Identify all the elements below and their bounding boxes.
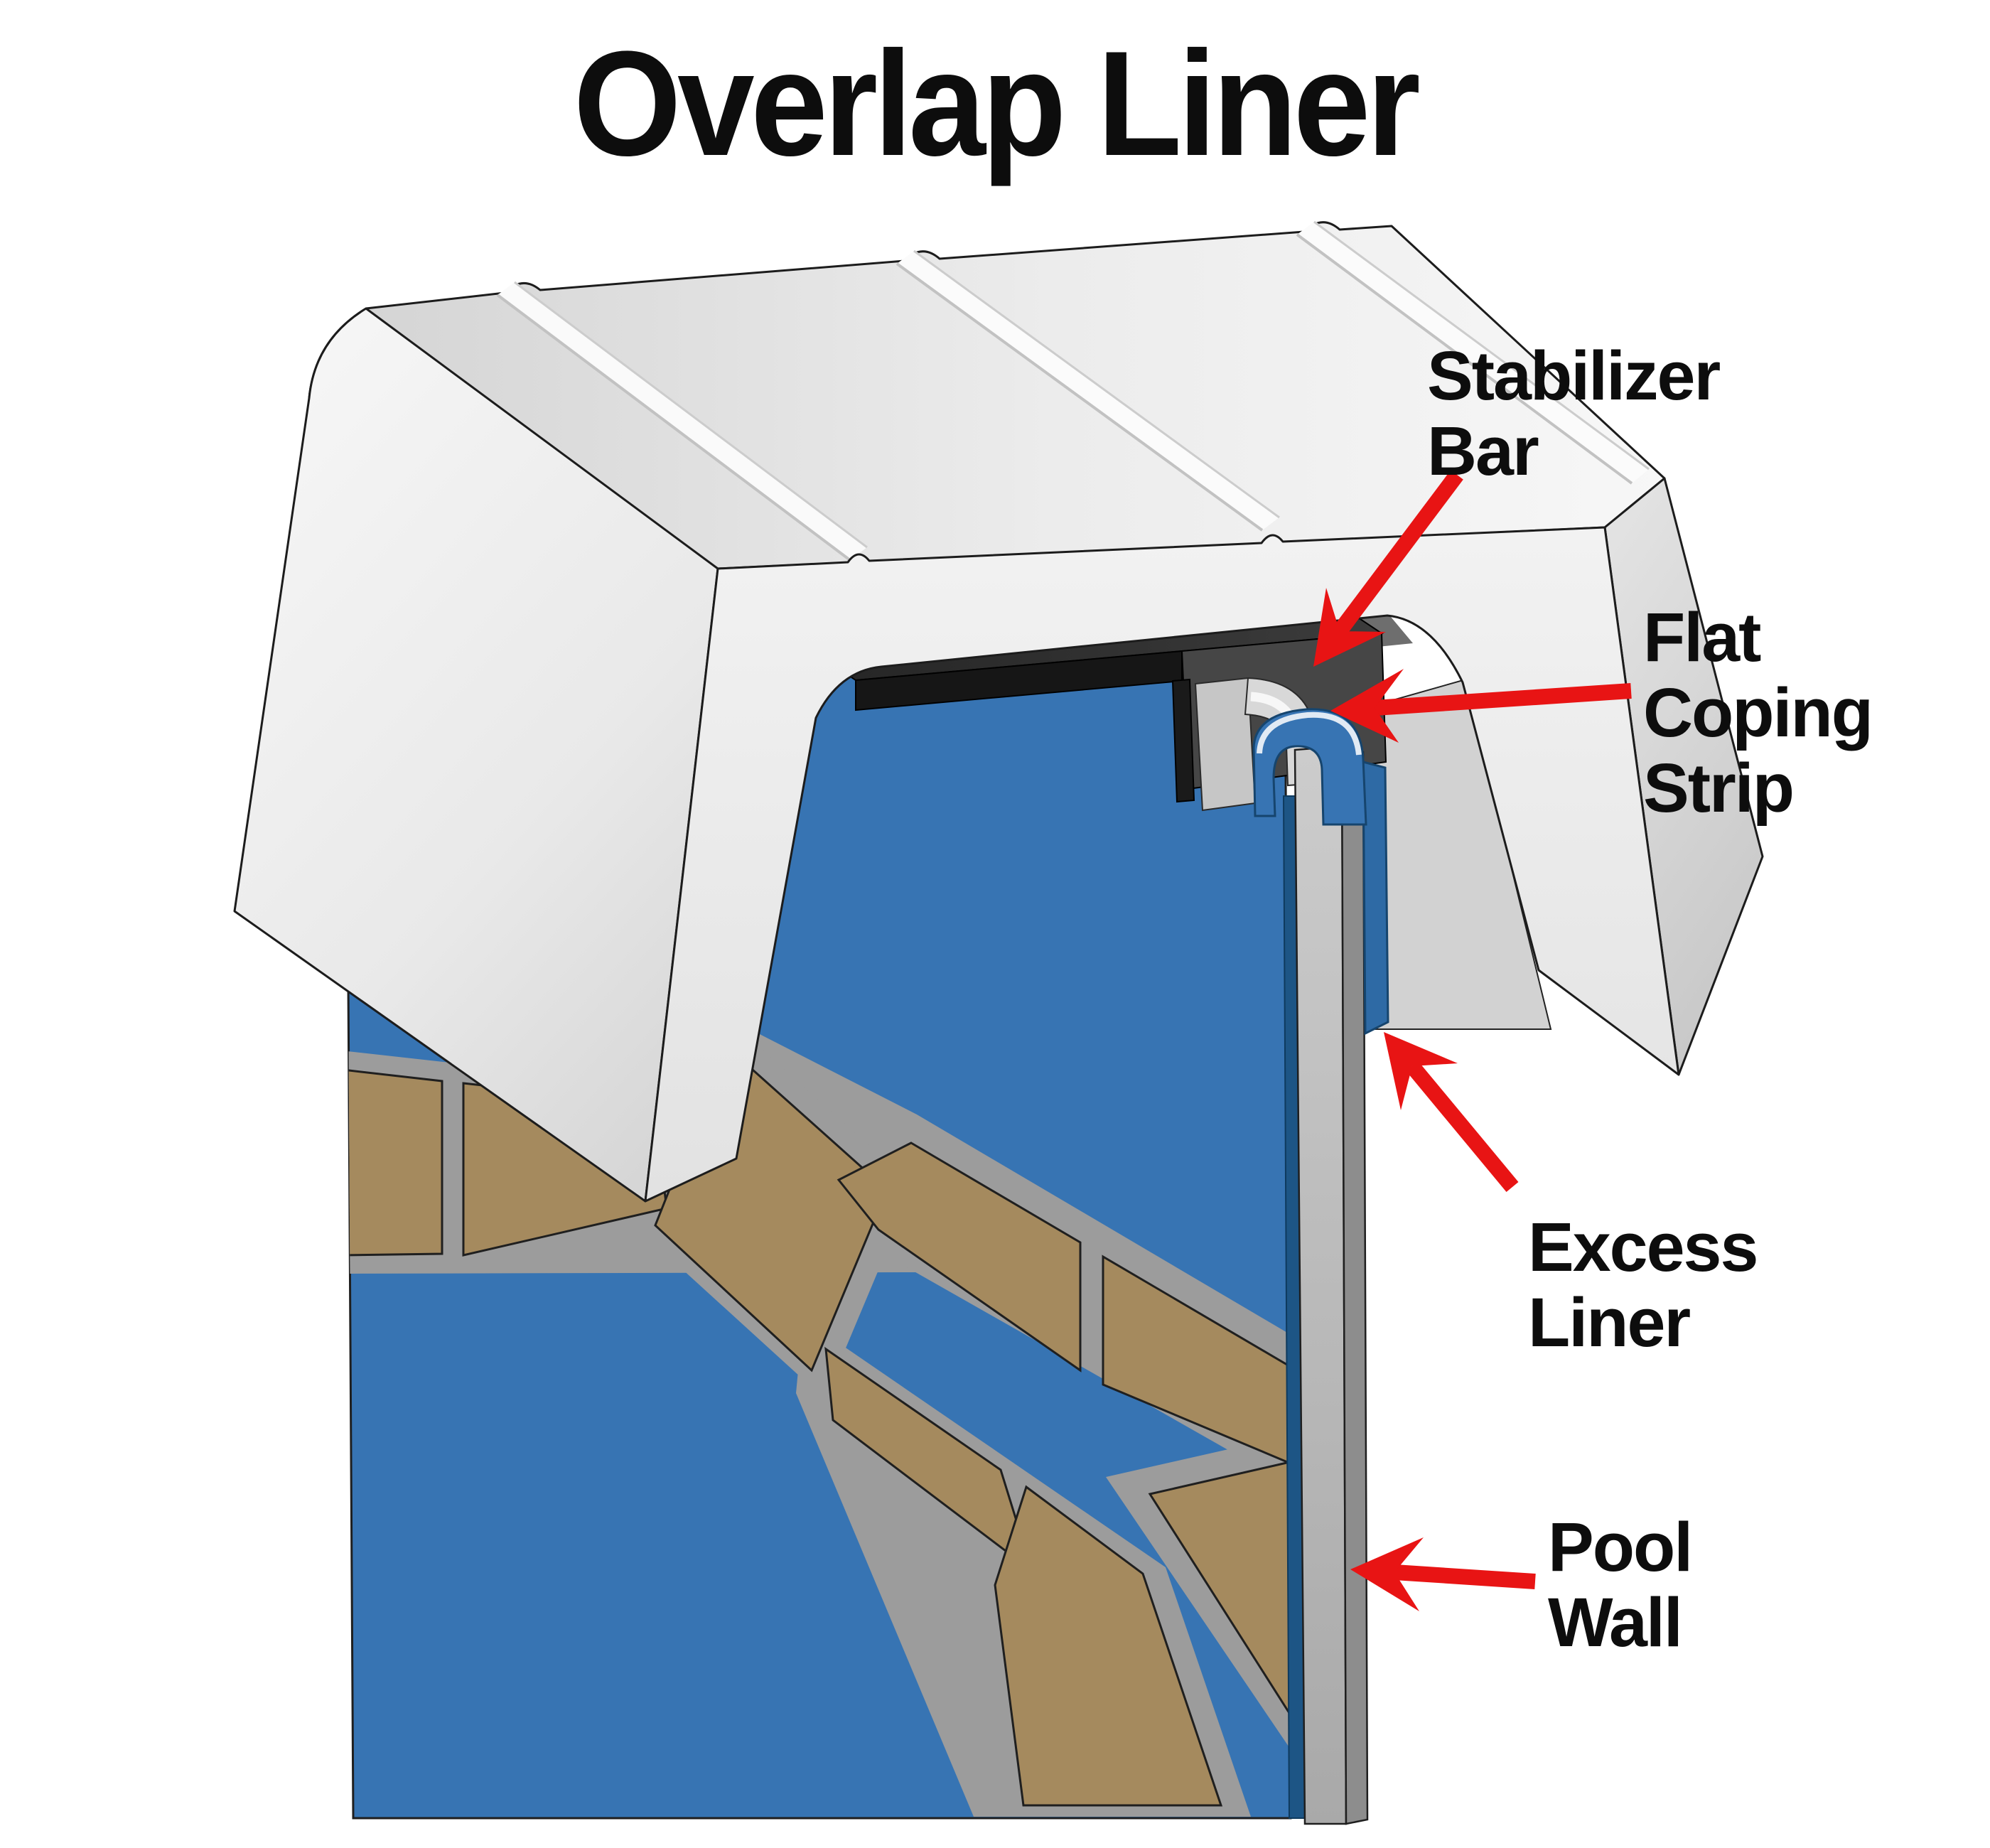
excess-liner-label-line2: Liner (1528, 1284, 1690, 1361)
cap-ribs (496, 220, 1650, 562)
liner-wall (345, 623, 1308, 1820)
pool-wall-arrow (1350, 1537, 1536, 1611)
cap-rib (1297, 222, 1649, 483)
label-pool-wall: Pool Wall (1548, 1508, 1693, 1661)
excess-liner-flap (1362, 761, 1389, 1036)
liner-fold (1252, 708, 1389, 1036)
excess-liner-label-line1: Excess (1528, 1208, 1757, 1286)
stabilizer-bar-arrow (1313, 470, 1463, 667)
cap-rib-line (896, 262, 1264, 532)
cap-front-band (644, 526, 1680, 1203)
stabilizer-bar-label-line2: Bar (1427, 412, 1539, 490)
cap-rib-line (1296, 233, 1633, 485)
tile-triangle (1148, 1458, 1291, 1733)
cap-rib-line (514, 281, 868, 549)
tile-border-pattern (346, 1016, 1291, 1817)
stabilizer-bar-label-line1: Stabilizer (1427, 337, 1720, 414)
excess-liner-arrow (1384, 1032, 1519, 1193)
tile-brick (1102, 1255, 1291, 1469)
cap-rib (498, 282, 867, 560)
pool-wall-label-line2: Wall (1548, 1584, 1682, 1661)
title-group: Overlap Liner (574, 19, 1423, 186)
label-stabilizer-bar: Stabilizer Bar (1427, 337, 1721, 490)
pool-wall-label-line1: Pool (1548, 1508, 1692, 1586)
callout-arrows (1313, 470, 1632, 1611)
page-title: Overlap Liner (574, 19, 1419, 186)
fold-highlight (1257, 711, 1362, 756)
liner-fold-arch (1252, 708, 1367, 826)
tile-brick (346, 1068, 443, 1257)
cap-rib (897, 251, 1279, 530)
label-flat-coping-strip: Flat Coping Strip (1643, 598, 1873, 827)
flat-coping-strip-label-line1: Flat (1643, 598, 1761, 676)
cap-rib-line (496, 294, 851, 562)
pool-wall-front (1294, 745, 1348, 1825)
cap-left-skirt (233, 307, 719, 1203)
label-excess-liner: Excess Liner (1528, 1208, 1758, 1361)
flat-coping-strip-label-line3: Strip (1643, 749, 1793, 827)
flat-coping-strip-label-line2: Coping (1643, 674, 1872, 751)
coping-cap (233, 220, 1764, 1203)
cap-rib-line (913, 249, 1280, 519)
cap-rib-line (1313, 220, 1650, 471)
pool-wall (1294, 745, 1369, 1825)
tile-brick (994, 1485, 1223, 1807)
flat-coping-strip-arrow (1330, 669, 1632, 743)
stabilizer-bar-lip (1171, 678, 1195, 803)
tile-brick (837, 1141, 1082, 1372)
